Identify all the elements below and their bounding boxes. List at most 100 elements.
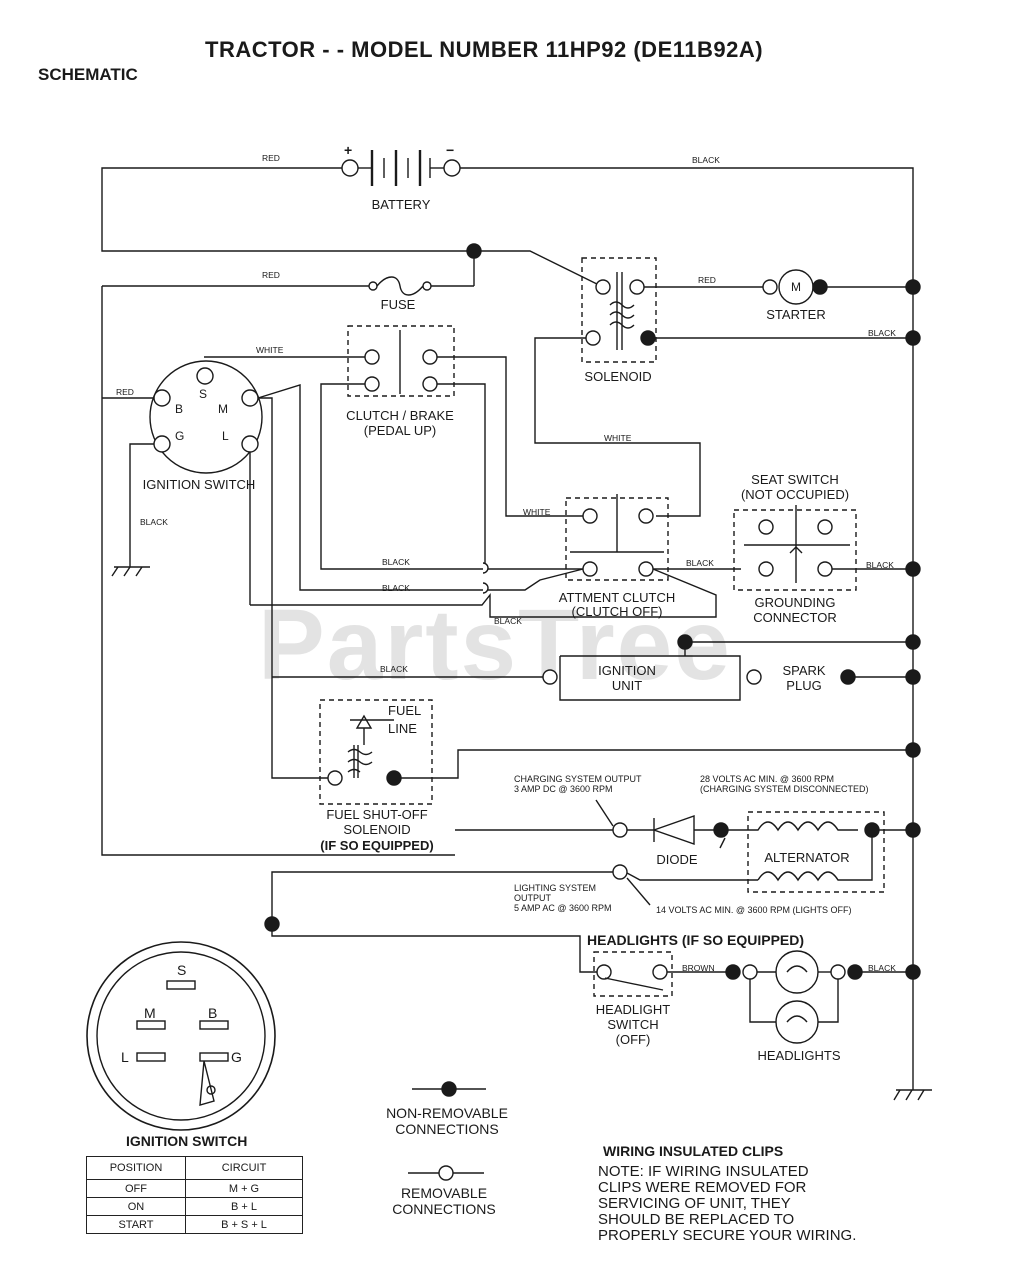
clips-note-line: NOTE: IF WIRING INSULATED [598, 1163, 809, 1180]
table-row: START B + S + L [86, 1215, 303, 1234]
wire-label-black-2: BLACK [382, 583, 410, 593]
starter-symbol [762, 269, 913, 305]
grounding-connector-label: GROUNDING [754, 595, 836, 610]
ground-symbol-right [893, 1089, 932, 1101]
table-header: POSITION [86, 1156, 186, 1180]
clips-note-line: SERVICING OF UNIT, THEY [598, 1195, 791, 1212]
spark-plug-label: SPARK [782, 663, 826, 678]
headlight-switch-label: HEADLIGHT [595, 1002, 671, 1017]
headlight-switch-sublabel: SWITCH [607, 1017, 659, 1032]
diode-label: DIODE [656, 852, 698, 867]
battery-negative-sign: − [446, 142, 455, 158]
terminal-g: G [175, 429, 185, 443]
fuel-solenoid-note: (IF SO EQUIPPED) [320, 838, 434, 853]
attment-clutch-symbol [250, 494, 741, 618]
page-title: TRACTOR - - MODEL NUMBER 11HP92 (DE11B92… [205, 37, 764, 62]
fuse-label: FUSE [380, 297, 416, 312]
ignition-unit-symbol [272, 641, 913, 701]
lighting-output-sublabel: OUTPUT [514, 893, 551, 903]
table-cell: M + G [185, 1179, 303, 1198]
wire-label-black-ground: BLACK [140, 517, 168, 527]
legend-removable: REMOVABLE [400, 1185, 488, 1201]
terminal-s: S [199, 387, 208, 401]
terminal-l: L [222, 429, 229, 443]
ground-symbol-left [111, 562, 150, 577]
wire-label-black-headlight: BLACK [868, 963, 896, 973]
ignition-unit-sublabel: UNIT [611, 678, 643, 693]
clutch-brake-label: CLUTCH / BRAKE [346, 408, 454, 423]
solenoid-label: SOLENOID [584, 369, 652, 384]
table-cell: B + L [185, 1197, 303, 1216]
clips-note-title: WIRING INSULATED CLIPS [603, 1143, 784, 1159]
volts28-sublabel: (CHARGING SYSTEM DISCONNECTED) [700, 784, 869, 794]
lighting-output-value: 5 AMP AC @ 3600 RPM [514, 903, 612, 913]
table-row: ON B + L [86, 1197, 303, 1216]
detail-terminal-m: M [144, 1005, 156, 1021]
starter-motor-letter: M [791, 280, 801, 294]
fuel-line-label: FUEL [388, 703, 422, 718]
wire-label-white-solenoid: WHITE [604, 433, 632, 443]
seat-switch-label: SEAT SWITCH [751, 472, 839, 487]
terminal-b: B [175, 402, 184, 416]
wire-label-black-3: BLACK [494, 616, 522, 626]
legend-symbols [408, 1081, 486, 1181]
table-cell: ON [86, 1197, 186, 1216]
table-header: CIRCUIT [185, 1156, 303, 1180]
switch-table-title: IGNITION SWITCH [126, 1133, 248, 1149]
wire-label-white-clutch: WHITE [523, 507, 551, 517]
clips-note-line: PROPERLY SECURE YOUR WIRING. [598, 1227, 857, 1244]
detail-terminal-s: S [177, 962, 187, 978]
wire-label-white-switch: WHITE [256, 345, 284, 355]
wire-label-brown: BROWN [682, 963, 715, 973]
wire-label-black-seat: BLACK [686, 558, 714, 568]
lighting-output-label: LIGHTING SYSTEM [514, 883, 597, 893]
wire-label-red-fuse: RED [262, 270, 280, 280]
wire-label-black-ground-bus: BLACK [866, 560, 894, 570]
grounding-connector-sublabel: CONNECTOR [753, 610, 837, 625]
clutch-brake-symbol [204, 325, 585, 570]
wire-label-red-switch: RED [116, 387, 134, 397]
table-cell: OFF [86, 1179, 186, 1198]
seat-switch-symbol [733, 505, 913, 591]
legend-non-removable: NON-REMOVABLE [386, 1105, 508, 1121]
ignition-switch-symbol [102, 360, 483, 779]
detail-terminal-b: B [208, 1005, 218, 1021]
junction-dots [264, 243, 921, 980]
charging-output-value: 3 AMP DC @ 3600 RPM [514, 784, 613, 794]
charging-output-label: CHARGING SYSTEM OUTPUT [514, 774, 642, 784]
legend-non-removable-sub: CONNECTIONS [395, 1121, 499, 1137]
attment-clutch-sublabel: (CLUTCH OFF) [571, 604, 663, 619]
detail-terminal-g: G [231, 1049, 242, 1065]
page-subtitle: SCHEMATIC [38, 65, 138, 84]
seat-switch-sublabel: (NOT OCCUPIED) [740, 487, 850, 502]
wire-label-black-top: BLACK [692, 155, 720, 165]
wire-label-red-top: RED [262, 153, 280, 163]
alternator-label: ALTERNATOR [764, 850, 850, 865]
battery-symbol [341, 150, 461, 186]
solenoid-symbol [534, 257, 913, 517]
battery-label: BATTERY [371, 197, 431, 212]
fuel-solenoid-sublabel: SOLENOID [343, 822, 411, 837]
wire-label-red-starter: RED [698, 275, 716, 285]
volts28-label: 28 VOLTS AC MIN. @ 3600 RPM [700, 774, 835, 784]
table-cell: START [86, 1215, 186, 1234]
fuse-symbol [368, 276, 432, 296]
charging-system-symbol [271, 799, 913, 924]
detail-terminal-l: L [121, 1049, 129, 1065]
clutch-brake-sublabel: (PEDAL UP) [363, 423, 437, 438]
clips-note-line: SHOULD BE REPLACED TO [598, 1211, 795, 1228]
volts14-label: 14 VOLTS AC MIN. @ 3600 RPM (LIGHTS OFF) [656, 905, 852, 915]
clips-note-line: CLIPS WERE REMOVED FOR [598, 1179, 807, 1196]
table-row: OFF M + G [86, 1179, 303, 1198]
wire-label-black-1: BLACK [382, 557, 410, 567]
battery-positive-sign: + [344, 142, 353, 158]
headlight-switch-state: (OFF) [615, 1032, 651, 1047]
terminal-m: M [218, 402, 228, 416]
fuel-solenoid-symbol [319, 699, 913, 805]
ignition-switch-detail [86, 941, 276, 1131]
fuel-solenoid-label: FUEL SHUT-OFF [326, 807, 428, 822]
wire-label-black-ignition: BLACK [380, 664, 408, 674]
starter-label: STARTER [766, 307, 826, 322]
